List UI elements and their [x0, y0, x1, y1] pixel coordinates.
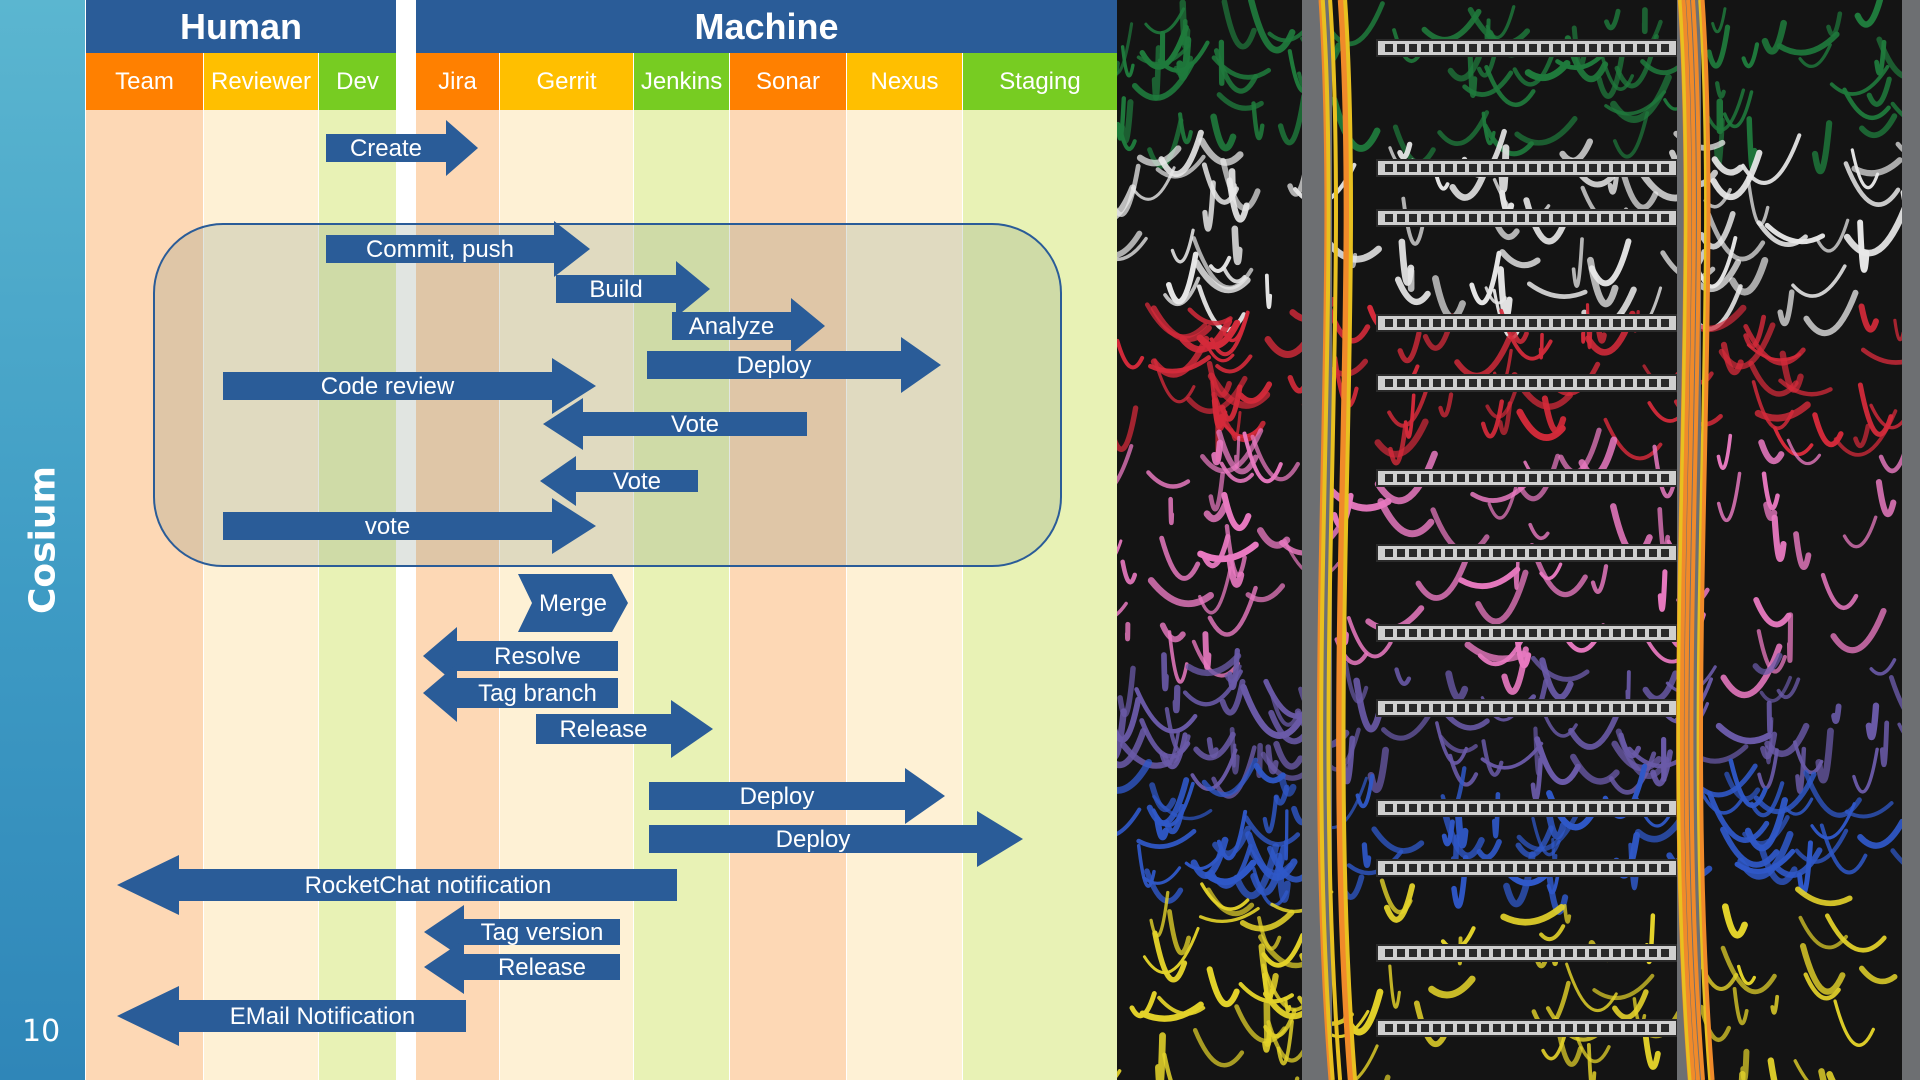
network-cables-image [1117, 0, 1920, 1080]
vertical-cables [1316, 0, 1715, 1080]
page-number: 10 [22, 1014, 61, 1049]
arrow-shape [649, 811, 1023, 867]
arrow-shape [647, 337, 941, 393]
flow-arrow-release: Release [424, 940, 620, 994]
lane-header-jenkins: Jenkins [634, 53, 729, 110]
arrow-label: Analyze [689, 313, 774, 340]
flow-arrow-release: Release [536, 700, 713, 758]
arrow-shape [556, 261, 710, 317]
flow-arrow-email-notification: EMail Notification [117, 986, 466, 1046]
arrow-label: Resolve [494, 643, 581, 670]
arrow-label: Tag version [481, 919, 604, 946]
arrow-label: Vote [613, 468, 661, 495]
arrow-shape [117, 855, 677, 915]
lane-nexus [847, 110, 962, 1080]
flow-arrow-resolve: Resolve [423, 627, 618, 685]
arrow-label: Deploy [776, 826, 851, 853]
arrow-shape [672, 298, 825, 354]
arrow-shape [223, 498, 596, 554]
lane-header-jira: Jira [416, 53, 499, 110]
arrow-label: vote [365, 513, 410, 540]
arrow-label: Create [350, 135, 422, 162]
arrow-shape [326, 120, 478, 176]
flow-arrow-deploy: Deploy [649, 768, 945, 824]
lane-header-gerrit: Gerrit [500, 53, 633, 110]
flow-arrow-build: Build [556, 261, 710, 317]
brand-label: Cosium [22, 465, 64, 615]
lane-header-sonar: Sonar [730, 53, 846, 110]
group-header-human: Human [86, 0, 396, 53]
flow-arrow-vote: vote [223, 498, 596, 554]
arrow-shape [423, 627, 618, 685]
lane-header-nexus: Nexus [847, 53, 962, 110]
flow-arrow-code-review: Code review [223, 358, 596, 414]
lane-header-staging: Staging [963, 53, 1117, 110]
arrow-label: RocketChat notification [305, 872, 552, 899]
arrow-shape [223, 358, 596, 414]
group-header-machine: Machine [416, 0, 1117, 53]
arrow-shape [536, 700, 713, 758]
lane-sonar [730, 110, 846, 1080]
lane-header-team: Team [86, 53, 203, 110]
patch-panels [1376, 39, 1678, 1037]
arrow-shape [326, 221, 590, 277]
lane-dev [319, 110, 396, 1080]
flow-arrow-vote: Vote [543, 398, 807, 450]
arrow-label: Code review [321, 373, 455, 400]
arrow-shape [424, 905, 620, 959]
flow-arrow-merge: Merge [518, 574, 628, 632]
arrow-shape [543, 398, 807, 450]
arrow-shape [540, 456, 698, 506]
flow-arrow-rocketchat-notification: RocketChat notification [117, 855, 677, 915]
arrow-label: Release [559, 716, 647, 743]
flow-arrow-tag-version: Tag version [424, 905, 620, 959]
arrow-label: Deploy [737, 352, 812, 379]
arrow-shape [649, 768, 945, 824]
arrow-label: Vote [671, 411, 719, 438]
flow-arrow-deploy: Deploy [647, 337, 941, 393]
sidebar: Cosium 10 [0, 0, 85, 1080]
lane-header-dev: Dev [319, 53, 396, 110]
arrow-shape [117, 986, 466, 1046]
arrow-label: Release [498, 954, 586, 981]
arrow-label: Commit, push [366, 236, 514, 263]
flow-arrow-analyze: Analyze [672, 298, 825, 354]
flow-arrow-vote: Vote [540, 456, 698, 506]
lane-reviewer [204, 110, 318, 1080]
arrow-shape [424, 940, 620, 994]
lane-header-reviewer: Reviewer [204, 53, 318, 110]
flow-arrow-deploy: Deploy [649, 811, 1023, 867]
server-rack-photo [1117, 0, 1920, 1080]
arrow-label: Deploy [740, 783, 815, 810]
arrow-shape [423, 664, 618, 722]
flow-arrow-create: Create [326, 120, 478, 176]
arrow-shape [518, 574, 628, 632]
flow-arrow-tag-branch: Tag branch [423, 664, 618, 722]
arrow-label: EMail Notification [230, 1003, 415, 1030]
arrow-label: Build [589, 276, 642, 303]
arrow-label: Merge [539, 590, 607, 617]
arrow-label: Tag branch [478, 680, 597, 707]
flow-arrow-commit-push: Commit, push [326, 221, 590, 277]
